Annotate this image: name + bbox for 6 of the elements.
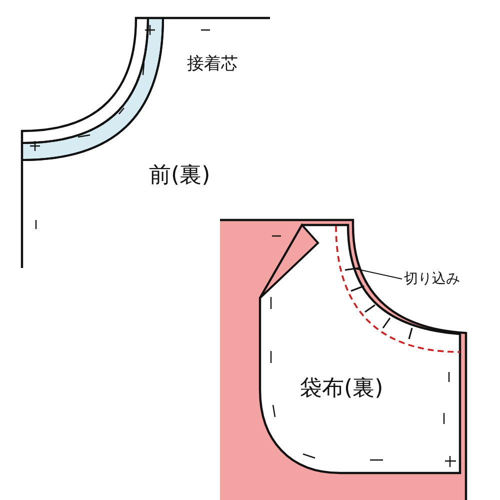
leader-line <box>354 268 402 280</box>
callout-label: 切り込み <box>404 270 460 288</box>
part-label: 袋布(裏) <box>300 375 384 403</box>
notch-mark <box>344 267 360 271</box>
part-label: 接着芯 <box>187 53 238 75</box>
part-label: 前(裏) <box>149 162 210 190</box>
